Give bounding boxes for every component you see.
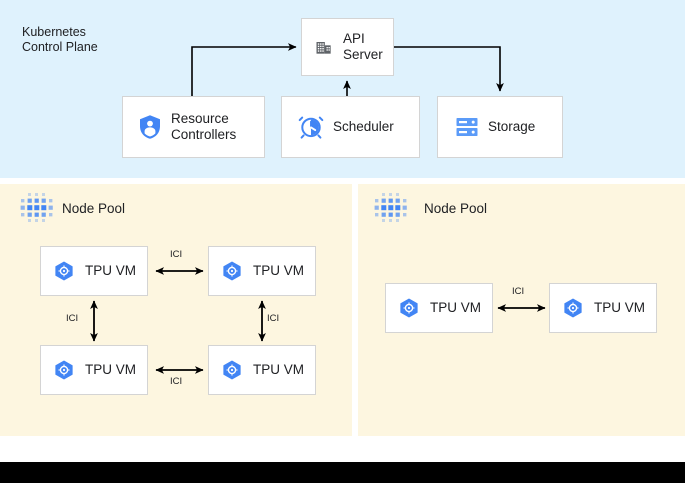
tpu-hexagon-icon (55, 261, 73, 281)
alarm-clock-icon (298, 116, 324, 139)
node-api-server[interactable]: API Server (301, 18, 394, 76)
tpu-vm-left-1-label: TPU VM (253, 263, 305, 278)
ici-label-right: ICI (512, 286, 525, 297)
node-pool-dots-icon (374, 193, 407, 222)
tpu-vm-left-0[interactable]: TPU VM (40, 246, 148, 296)
tpu-vm-left-3[interactable]: TPU VM (208, 345, 316, 395)
tpu-vm-right-0[interactable]: TPU VM (385, 283, 493, 333)
node-api-server-label: API Server (343, 31, 383, 62)
tpu-vm-left-1[interactable]: TPU VM (208, 246, 316, 296)
tpu-vm-right-1-label: TPU VM (594, 300, 646, 315)
node-pool-left-title: Node Pool (62, 201, 126, 216)
server-rack-icon (456, 118, 478, 136)
ici-label-left-bottom: ICI (170, 376, 183, 387)
node-scheduler-label: Scheduler (333, 119, 394, 134)
node-scheduler[interactable]: Scheduler (281, 96, 420, 158)
ici-label-left-vertical-right: ICI (267, 313, 280, 324)
tpu-vm-right-0-label: TPU VM (430, 300, 482, 315)
tpu-vm-right-1[interactable]: TPU VM (549, 283, 657, 333)
tpu-vm-left-3-label: TPU VM (253, 362, 305, 377)
node-resource-controllers-label: Resource Controllers (171, 111, 237, 142)
node-storage[interactable]: Storage (437, 96, 563, 158)
control-plane-title: Kubernetes Control Plane (22, 25, 98, 54)
building-icon (316, 42, 331, 54)
tpu-hexagon-icon (223, 261, 241, 281)
ici-label-left-top: ICI (170, 249, 183, 260)
tpu-vm-left-2-label: TPU VM (85, 362, 137, 377)
node-pool-right-title: Node Pool (424, 201, 488, 216)
ici-label-left-vertical-left: ICI (66, 313, 79, 324)
tpu-hexagon-icon (223, 360, 241, 380)
node-pool-dots-icon (20, 193, 53, 222)
node-resource-controllers[interactable]: Resource Controllers (122, 96, 265, 158)
node-storage-label: Storage (488, 119, 536, 134)
bottom-bar (0, 462, 685, 483)
tpu-hexagon-icon (400, 298, 418, 318)
tpu-hexagon-icon (55, 360, 73, 380)
tpu-vm-left-0-label: TPU VM (85, 263, 137, 278)
shield-person-icon (140, 115, 160, 139)
tpu-hexagon-icon (564, 298, 582, 318)
tpu-vm-left-2[interactable]: TPU VM (40, 345, 148, 395)
